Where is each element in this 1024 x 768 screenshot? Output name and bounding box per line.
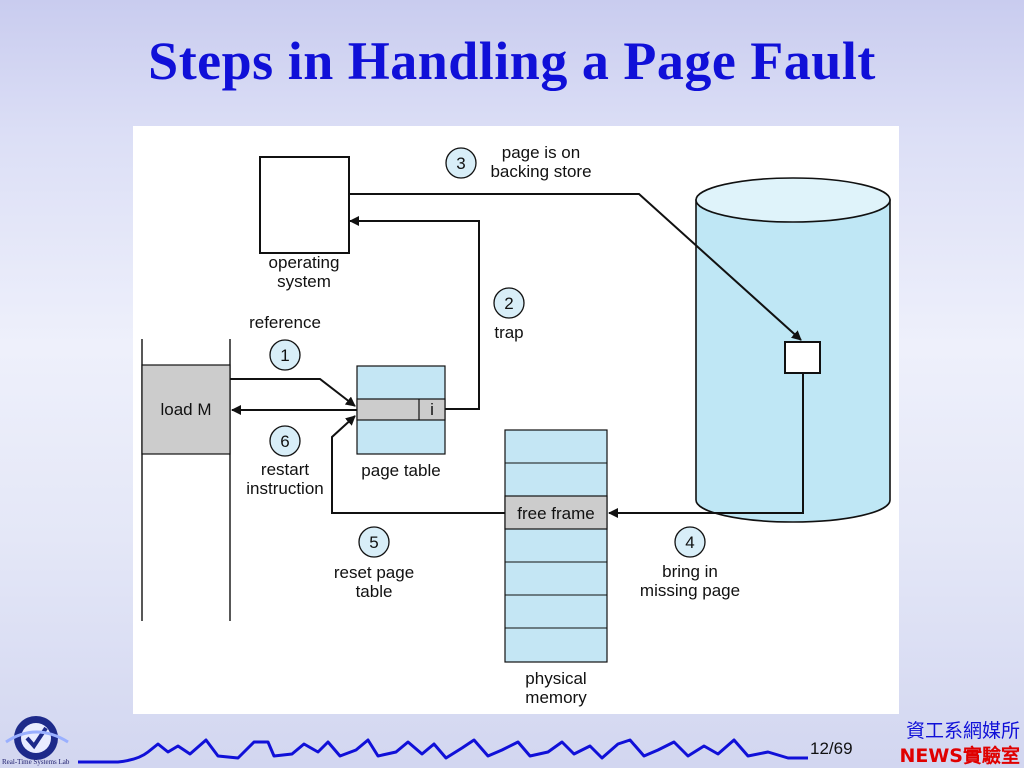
svg-text:5: 5 <box>369 533 378 552</box>
page-fault-diagram: operating system load M i page table f <box>133 126 899 714</box>
step-1: 1 reference <box>249 313 321 371</box>
svg-text:2: 2 <box>504 294 513 313</box>
step-4: 4 bring in missing page <box>640 526 740 600</box>
step-6-label-line1: restart <box>261 460 309 479</box>
svg-text:6: 6 <box>280 432 289 451</box>
disk-page-block <box>784 341 821 374</box>
lab-logo-icon <box>5 716 69 760</box>
arrow-bring-in-page <box>608 373 804 518</box>
step-5-label-line1: reset page <box>334 563 414 582</box>
arrow-reset-page-table <box>331 415 505 514</box>
step-4-label-line2: missing page <box>640 581 740 600</box>
lab-name-line1: 資工系網媒所 <box>905 720 1020 742</box>
load-m-instruction <box>141 364 231 455</box>
slide-title: Steps in Handling a Page Fault <box>148 31 876 91</box>
svg-text:1: 1 <box>280 346 289 365</box>
os-label-line2: system <box>277 272 331 291</box>
step-2: 2 trap <box>493 287 525 342</box>
physical-memory-label-line2: memory <box>525 688 587 707</box>
step-5-label-line2: table <box>356 582 393 601</box>
step-3: 3 page is on backing store <box>445 143 592 181</box>
step-4-label-line1: bring in <box>662 562 718 581</box>
diagram-canvas: operating system load M i page table f <box>141 143 891 707</box>
arrow-trap <box>349 216 480 410</box>
svg-text:4: 4 <box>685 533 694 552</box>
operating-system-box <box>259 156 350 254</box>
load-m-label: load M <box>160 400 211 419</box>
os-label-line1: operating <box>269 253 340 272</box>
step-3-label-line1: page is on <box>502 143 580 162</box>
free-frame-label: free frame <box>517 504 594 523</box>
logo-text: Real-Time Systems Lab <box>2 758 70 766</box>
free-frame <box>504 495 608 530</box>
step-5: 5 reset page table <box>334 526 414 601</box>
step-6-label-line2: instruction <box>246 479 323 498</box>
backing-store-disk <box>695 177 891 523</box>
skyline-decoration-icon <box>78 738 808 764</box>
physical-memory: free frame physical memory <box>504 429 608 707</box>
svg-text:3: 3 <box>456 154 465 173</box>
page-table: i page table <box>356 365 446 480</box>
step-1-label: reference <box>249 313 321 332</box>
page-number: 12/69 <box>810 739 853 758</box>
lab-name-line2: NEWS實驗室 <box>899 745 1020 767</box>
arrow-page-on-backing-store <box>349 193 802 341</box>
invalid-bit: i <box>430 400 434 419</box>
physical-memory-label-line1: physical <box>525 669 586 688</box>
step-2-label: trap <box>494 323 523 342</box>
arrow-reference <box>230 378 356 407</box>
process-memory: load M <box>141 339 231 621</box>
step-3-label-line2: backing store <box>490 162 591 181</box>
page-table-label: page table <box>361 461 440 480</box>
step-6: 6 restart instruction <box>246 425 324 498</box>
